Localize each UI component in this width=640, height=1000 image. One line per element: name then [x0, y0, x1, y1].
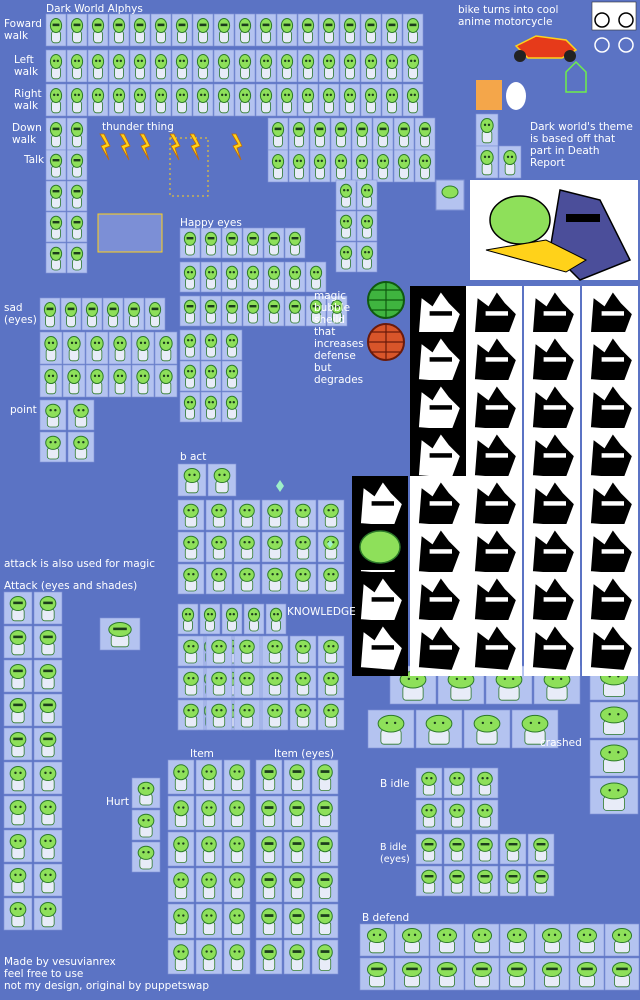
label-attack: Attack (eyes and shades): [4, 580, 138, 592]
label-theme: Dark world's theme is based off that par…: [530, 121, 633, 169]
label-right-walk: Right walk: [14, 88, 42, 112]
label-bike: bike turns into cool anime motorcycle: [458, 4, 559, 28]
label-sad-eyes: sad (eyes): [4, 302, 37, 326]
portrait-grid: [352, 286, 638, 676]
sheet-title: Dark World Alphys: [46, 3, 143, 15]
label-crashed: crashed: [540, 737, 582, 749]
label-down-walk: Down walk: [12, 122, 42, 146]
label-point: point: [10, 404, 37, 416]
label-knowledge: KNOWLEDGE: [287, 606, 356, 618]
label-b-defend: B defend: [362, 912, 410, 924]
label-b-idle-eyes: B idle (eyes): [380, 842, 410, 865]
extra-sprites: [97, 1, 638, 548]
label-item-eyes: Item (eyes): [274, 748, 335, 760]
label-forward-walk: Foward walk: [4, 18, 42, 42]
label-happy-eyes: Happy eyes: [180, 217, 242, 229]
label-talk: Talk: [24, 154, 45, 166]
label-left-walk: Left walk: [14, 54, 39, 78]
label-b-idle: B idle: [380, 778, 410, 790]
credit-text: Made by vesuvianrex feel free to use not…: [4, 956, 210, 992]
label-thunder: thunder thing: [102, 121, 174, 133]
label-item: Item: [190, 748, 214, 760]
label-attack-magic: attack is also used for magic: [4, 558, 155, 570]
label-b-act: b act: [180, 451, 207, 463]
label-hurt: Hurt: [106, 796, 129, 808]
label-magic-bubble: magic bubble sheild that increases defen…: [314, 290, 364, 386]
